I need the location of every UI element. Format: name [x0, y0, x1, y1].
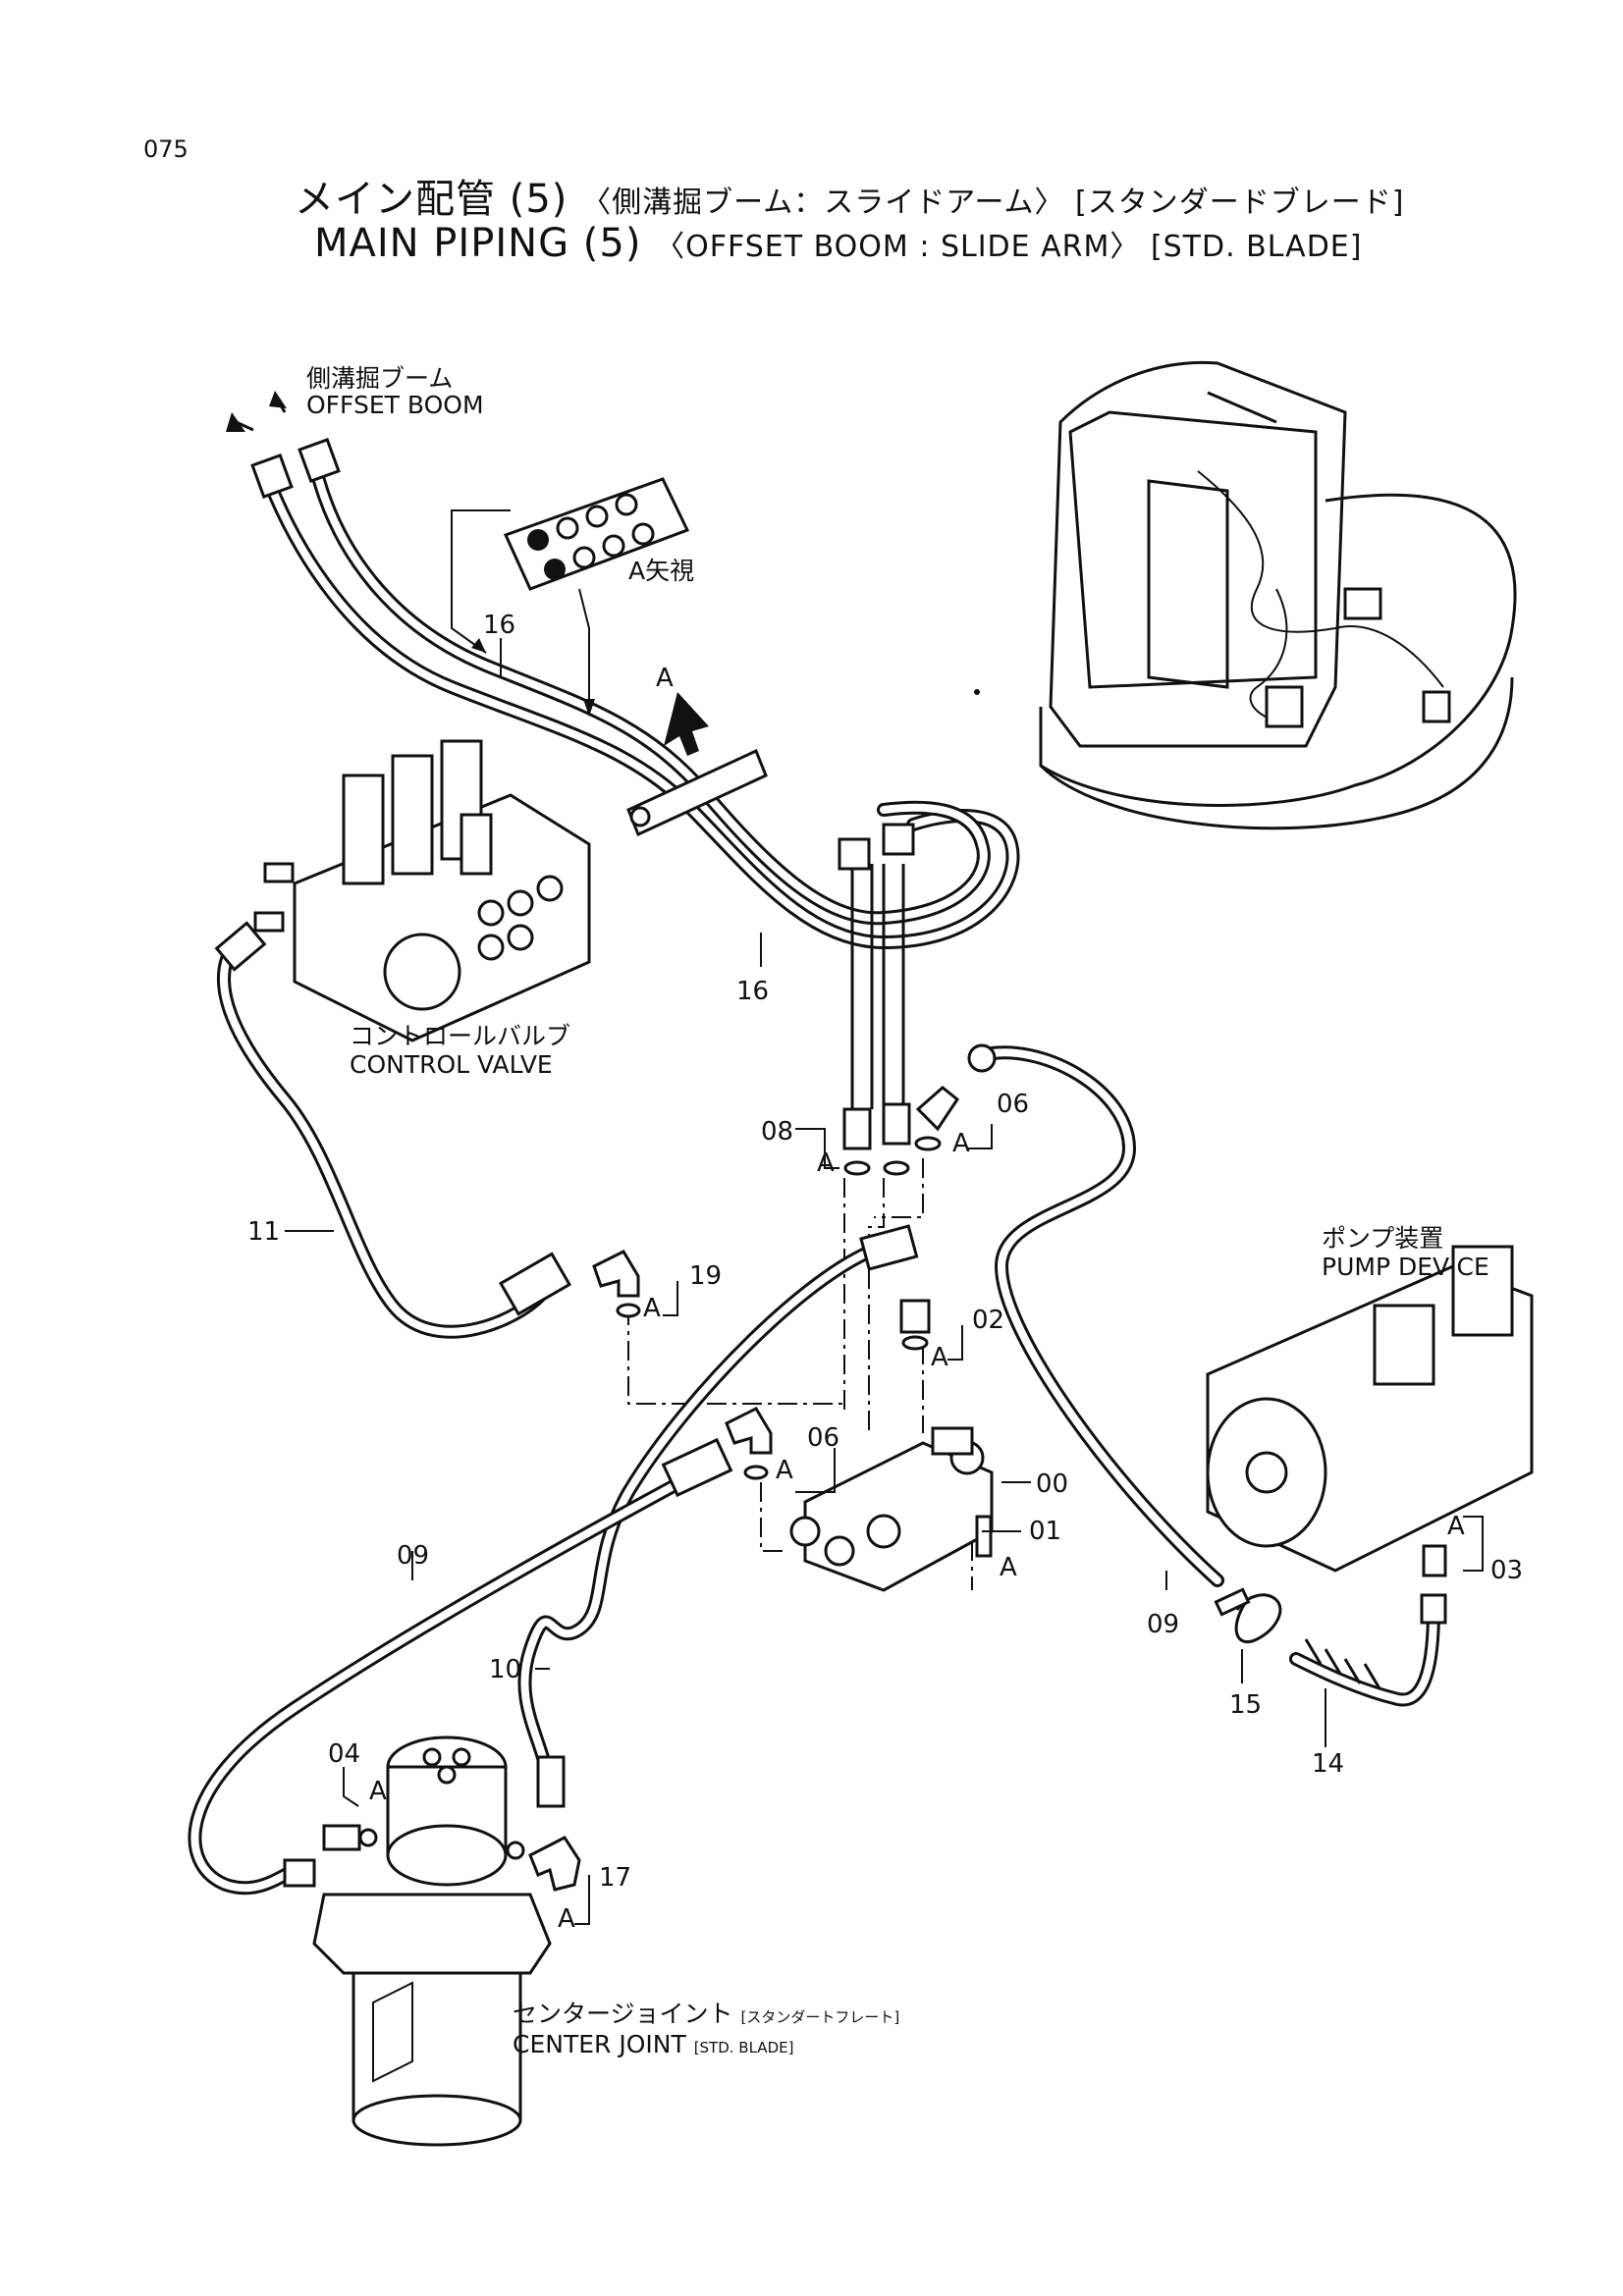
hose-16 — [250, 437, 1020, 950]
valve-block-00 — [789, 1426, 994, 1592]
page-number: 075 — [143, 135, 189, 163]
hose-09-left — [188, 1437, 733, 1896]
a-marker: A — [558, 1904, 575, 1934]
a-marker: A — [369, 1777, 387, 1806]
offset-boom-label-jp: 側溝掘ブーム — [306, 364, 454, 393]
part-number-16a: 16 — [483, 611, 516, 640]
guide-lines — [627, 1158, 1434, 1590]
part-number-02: 02 — [972, 1306, 1005, 1335]
title-en-sub: 〈OFFSET BOOM : SLIDE ARM〉 [STD. BLADE] — [655, 230, 1363, 264]
hose-09-right — [967, 1043, 1224, 1587]
center-joint-jp-main: センタージョイント — [513, 2000, 733, 2028]
fittings-08-06 — [842, 1086, 960, 1176]
center-joint-label-en: CENTER JOINT [STD. BLADE] — [513, 2030, 793, 2058]
part-number-00: 00 — [1036, 1469, 1069, 1499]
pump-device-drawing — [1206, 1245, 1534, 1573]
hose-10 — [517, 1224, 919, 1808]
a-marker: A — [952, 1129, 970, 1158]
title-jp-main: メイン配管 (5) — [295, 177, 568, 222]
elbow-17 — [506, 1836, 581, 1892]
part-number-09b: 09 — [1147, 1610, 1180, 1639]
part-number-11: 11 — [247, 1217, 281, 1247]
a-marker: A — [776, 1456, 793, 1485]
arrow-view-label: A矢視 — [628, 557, 695, 585]
pump-device-label-jp: ポンプ装置 — [1322, 1224, 1444, 1253]
clamp-15 — [1214, 1587, 1282, 1643]
excavator-body-drawing — [974, 360, 1517, 830]
part-number-19: 19 — [689, 1261, 723, 1291]
a-marker: A — [1000, 1553, 1017, 1582]
title-english: MAIN PIPING (5) 〈OFFSET BOOM : SLIDE ARM… — [314, 221, 1362, 266]
part-number-04: 04 — [328, 1739, 361, 1769]
elbow-06-lower — [725, 1407, 773, 1480]
part-number-16b: 16 — [736, 977, 770, 1006]
title-japanese: メイン配管 (5) 〈側溝掘ブーム：スライドアーム〉 [スタンダードブレード] — [295, 167, 1404, 224]
part-number-15: 15 — [1229, 1690, 1263, 1720]
arrow-a-and-clamp — [626, 692, 768, 837]
fitting-03-hose-14 — [1289, 1544, 1447, 1707]
offset-boom-arrows — [226, 391, 287, 432]
part-number-17: 17 — [599, 1863, 632, 1893]
elbow-19 — [592, 1250, 641, 1318]
offset-boom-label-en: OFFSET BOOM — [306, 391, 484, 419]
part-number-06a: 06 — [997, 1090, 1030, 1119]
center-joint-jp-sub: [スタンダートフレート] — [740, 2008, 900, 2026]
center-joint-drawing — [312, 1735, 552, 2147]
center-joint-en-sub: [STD. BLADE] — [693, 2039, 794, 2056]
control-valve-label-en: CONTROL VALVE — [350, 1050, 553, 1079]
part-number-06b: 06 — [807, 1423, 840, 1453]
leader-lines — [285, 638, 1484, 1925]
control-valve-label-jp: コントロールバルブ — [350, 1022, 571, 1050]
control-valve-drawing — [253, 739, 591, 1042]
fitting-02 — [899, 1299, 931, 1351]
part-number-01: 01 — [1029, 1517, 1062, 1546]
part-number-08: 08 — [761, 1117, 794, 1147]
hose-11 — [214, 921, 572, 1339]
arrow-a-label: A — [656, 664, 674, 693]
center-joint-en-main: CENTER JOINT — [513, 2030, 686, 2058]
center-joint-label-jp: センタージョイント [スタンダートフレート] — [513, 1995, 899, 2030]
title-jp-sub: 〈側溝掘ブーム：スライドアーム〉 [スタンダードブレード] — [581, 186, 1405, 220]
a-marker: A — [817, 1148, 835, 1178]
part-number-03: 03 — [1490, 1556, 1524, 1585]
title-en-main: MAIN PIPING (5) — [314, 221, 642, 266]
pump-device-label-en: PUMP DEVICE — [1322, 1253, 1489, 1281]
part-number-09a: 09 — [397, 1541, 430, 1571]
part-number-10: 10 — [489, 1655, 522, 1684]
a-marker: A — [1447, 1512, 1465, 1541]
part-number-14: 14 — [1312, 1749, 1345, 1779]
a-marker: A — [931, 1343, 948, 1372]
a-marker: A — [643, 1294, 661, 1323]
a-view-block — [451, 477, 690, 717]
vertical-pipes — [838, 823, 915, 1109]
